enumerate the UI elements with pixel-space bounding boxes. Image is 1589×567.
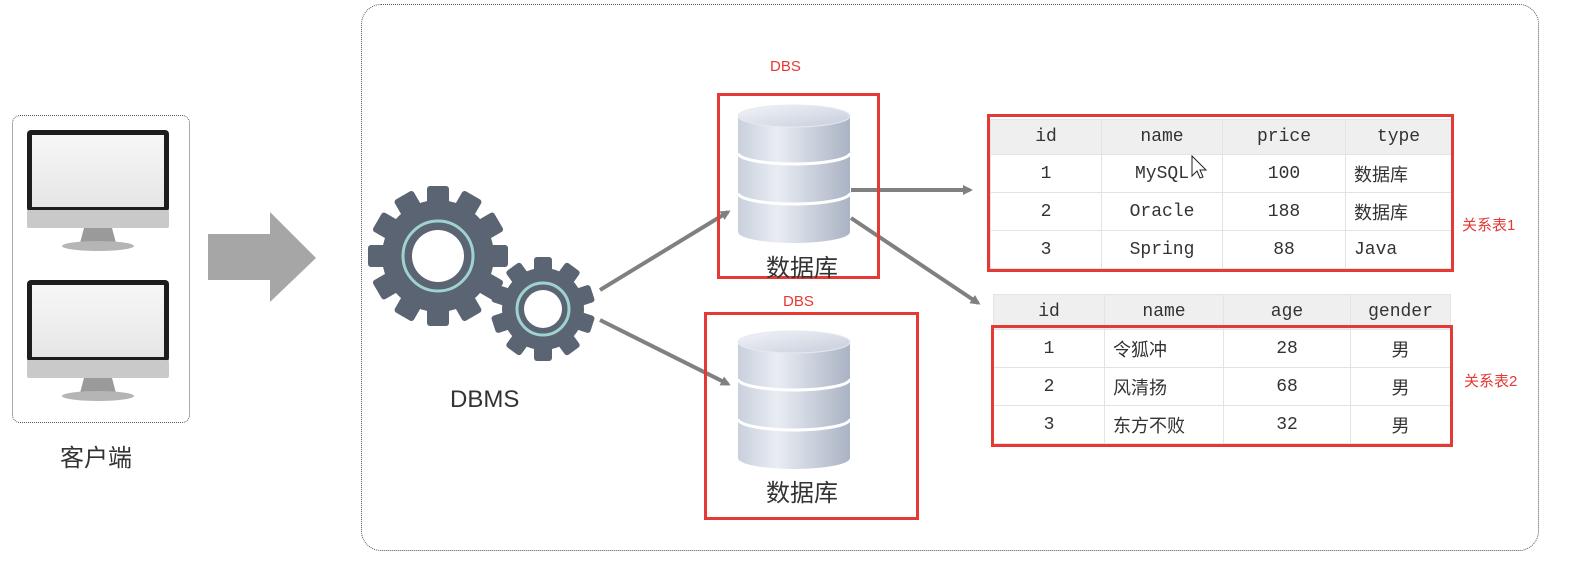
- monitor-icon: [27, 130, 169, 251]
- table-header-row: id name age gender: [993, 294, 1451, 330]
- table-cell: 88: [1222, 230, 1346, 269]
- dbs-label: DBS: [783, 293, 814, 310]
- relation-table-label: 关系表2: [1464, 373, 1518, 390]
- table-cell: 3: [990, 230, 1102, 269]
- table-cell: 68: [1223, 367, 1351, 406]
- table-cell: 数据库: [1345, 154, 1452, 193]
- table-cell: 32: [1223, 405, 1351, 444]
- column-header: age: [1223, 294, 1351, 330]
- block-arrow-icon: [208, 212, 316, 302]
- monitor-icon: [27, 280, 169, 401]
- table-cell: 100: [1222, 154, 1346, 193]
- dbs-label: DBS: [770, 58, 801, 75]
- arrow-icon: [598, 210, 731, 292]
- table-row: 1 令狐冲 28 男: [993, 329, 1451, 368]
- relation-table-label: 关系表1: [1462, 217, 1516, 234]
- table-header-row: id name price type: [990, 119, 1452, 155]
- database-name: 数据库: [766, 255, 838, 282]
- gear-icon: [491, 257, 595, 361]
- table-cell: Oracle: [1101, 192, 1223, 231]
- table-cell: Spring: [1101, 230, 1223, 269]
- database-icon: [736, 104, 852, 243]
- table-cell: 男: [1350, 405, 1451, 444]
- database-box: [704, 312, 919, 520]
- arrow-icon: [849, 216, 981, 305]
- table-cell: 2: [990, 192, 1102, 231]
- column-header: name: [1104, 294, 1224, 330]
- table-cell: MySQL: [1101, 154, 1223, 193]
- dbms-label: DBMS: [450, 386, 520, 413]
- gear-icon: [368, 186, 508, 326]
- table-highlight-box: [991, 325, 1453, 447]
- database-box: [717, 93, 880, 279]
- table-cell: Java: [1345, 230, 1452, 269]
- table-cell: 数据库: [1345, 192, 1452, 231]
- table-row: 3 Spring 88 Java: [990, 230, 1452, 269]
- relation-table-2: id name age gender 1 令狐冲 28 男 2 风清扬 68 男…: [993, 294, 1451, 444]
- column-header: id: [990, 119, 1102, 155]
- column-header: price: [1222, 119, 1346, 155]
- table-cell: 东方不败: [1104, 405, 1224, 444]
- table-highlight-box: [987, 114, 1454, 272]
- table-cell: 男: [1350, 329, 1451, 368]
- table-row: 1 MySQL 100 数据库: [990, 154, 1452, 193]
- table-row: 3 东方不败 32 男: [993, 405, 1451, 444]
- server-group: [361, 4, 1539, 551]
- table-cell: 男: [1350, 367, 1451, 406]
- table-cell: 28: [1223, 329, 1351, 368]
- table-cell: 令狐冲: [1104, 329, 1224, 368]
- table-cell: 2: [993, 367, 1105, 406]
- table-row: 2 Oracle 188 数据库: [990, 192, 1452, 231]
- database-icon: [736, 330, 852, 469]
- database-name: 数据库: [766, 480, 838, 507]
- table-cell: 1: [990, 154, 1102, 193]
- relation-table-1: id name price type 1 MySQL 100 数据库 2 Ora…: [990, 119, 1452, 269]
- client-group: [12, 115, 190, 423]
- column-header: gender: [1350, 294, 1451, 330]
- client-label: 客户端: [60, 445, 132, 472]
